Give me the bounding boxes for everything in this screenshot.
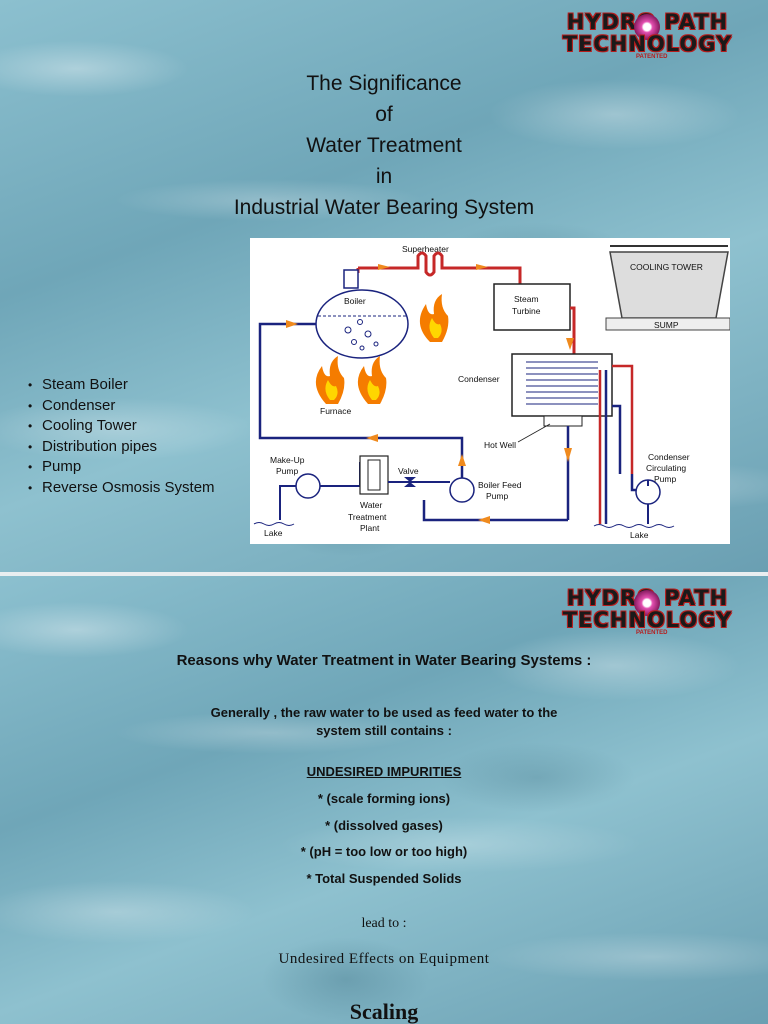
boiler-feed-pump [449,477,475,503]
lake-right-label: Lake [630,530,649,540]
component-list: Steam Boiler Condenser Cooling Tower Dis… [28,375,215,499]
water-treatment-label-3: Plant [360,523,380,533]
logo-patented: PATENTED [636,630,668,636]
make-up-pump-label-1: Make-Up [270,455,305,465]
generally-line-1: Generally , the raw water to be used as … [210,705,558,720]
list-item: Pump [28,457,215,478]
condenser: Condenser Hot Well [458,353,613,450]
condenser-circ-label-2: Circulating [646,463,686,473]
title-line-5: Industrial Water Bearing System [233,196,535,219]
scaling-heading: Scaling [349,999,419,1024]
slide-1: HYDRO PATH TECHNOLOGY PATENTED The Signi… [0,0,768,572]
superheater-label: Superheater [402,244,449,254]
logo-badge-icon [634,590,660,616]
title-line-4: in [375,165,393,188]
impurity-item: * Total Suspended Solids [306,871,462,886]
reasons-heading: Reasons why Water Treatment in Water Bea… [176,652,592,669]
impurity-item: * (scale forming ions) [317,791,451,806]
water-treatment-label-1: Water [360,500,383,510]
sump-label: SUMP [654,320,679,330]
slide-title: The Significance of Water Treatment in I… [0,68,768,223]
hot-well-label: Hot Well [484,440,516,450]
slide-2: HYDRO PATH TECHNOLOGY PATENTED Reasons w… [0,576,768,1024]
condenser-circ-label-1: Condenser [648,452,690,462]
boiler: Boiler [315,269,409,359]
boiler-feed-pump-label-1: Boiler Feed [478,480,522,490]
hydropath-logo: HYDRO PATH TECHNOLOGY PATENTED [550,10,745,62]
valve-icon [404,477,416,487]
undesired-impurities-heading: UNDESIRED IMPURITIES [306,764,462,779]
boiler-label: Boiler [344,296,366,306]
steam-turbine-label-1: Steam [514,294,539,304]
condenser-label: Condenser [458,374,500,384]
lead-to-text: lead to : [361,916,407,931]
steam-turbine [493,283,571,331]
make-up-pump-label-2: Pump [276,466,298,476]
impurity-item: * (pH = too low or too high) [300,844,468,859]
undesired-effects-text: Undesired Effects on Equipment [278,951,490,967]
title-line-2: of [375,103,393,126]
list-item: Condenser [28,396,215,417]
logo-badge-icon [634,14,660,40]
flame-icon [419,294,449,342]
logo-line-2: TECHNOLOGY [562,608,733,632]
water-treatment-label-2: Treatment [348,512,387,522]
cooling-tower: COOLING TOWER SUMP [605,245,730,331]
furnace-label: Furnace [320,406,351,416]
title-line-1: The Significance [306,72,462,95]
generally-line-2: system still contains : [316,723,452,738]
list-item: Cooling Tower [28,416,215,437]
water-system-diagram: COOLING TOWER SUMP Superheater Boiler [250,238,730,544]
title-line-3: Water Treatment [306,134,462,157]
hydropath-logo: HYDRO PATH TECHNOLOGY PATENTED [550,586,745,638]
impurity-item: * (dissolved gases) [325,818,443,833]
logo-line-2: TECHNOLOGY [562,32,733,56]
valve-label: Valve [398,466,419,476]
generally-text: Generally , the raw water to be used as … [0,704,768,740]
steam-turbine-label-2: Turbine [512,306,541,316]
list-item: Reverse Osmosis System [28,478,215,499]
slide-divider [0,572,768,576]
flame-icon [357,356,387,404]
boiler-feed-pump-label-2: Pump [486,491,508,501]
list-item: Distribution pipes [28,437,215,458]
logo-patented: PATENTED [636,54,668,60]
flame-icon [315,356,345,404]
list-item: Steam Boiler [28,375,215,396]
cooling-tower-label: COOLING TOWER [630,262,703,272]
superheater-pipe [358,251,522,284]
condenser-circ-label-3: Pump [654,474,676,484]
lake-left-label: Lake [264,528,283,538]
make-up-pump [295,473,321,499]
